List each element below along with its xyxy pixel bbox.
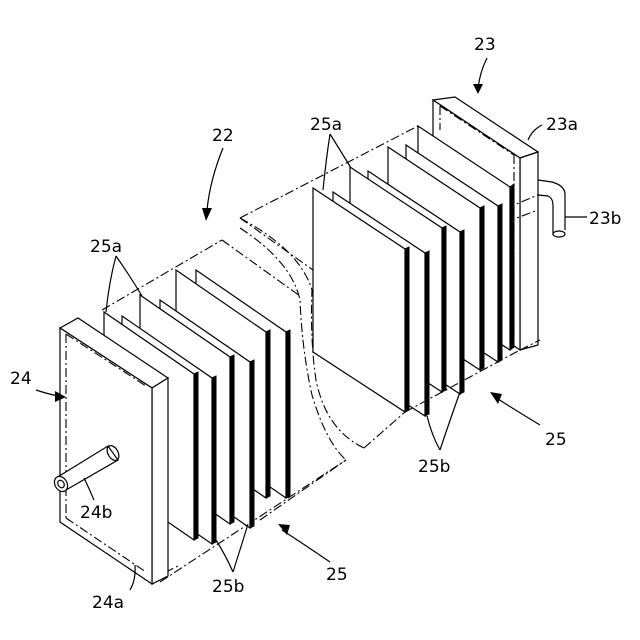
label-25a-top: 25a xyxy=(310,115,342,135)
label-22: 22 xyxy=(212,126,234,146)
right-plate-stack xyxy=(313,126,514,416)
label-23b: 23b xyxy=(589,209,621,229)
label-25-right: 25 xyxy=(545,430,567,450)
label-23a: 23a xyxy=(546,115,578,135)
label-24a: 24a xyxy=(92,593,124,613)
label-25a-left: 25a xyxy=(90,237,122,257)
label-24b: 24b xyxy=(80,503,112,523)
label-25b-right: 25b xyxy=(418,457,450,477)
label-24: 24 xyxy=(10,369,32,389)
label-23: 23 xyxy=(474,35,496,55)
label-25-bottom: 25 xyxy=(326,565,348,585)
label-25b-left: 25b xyxy=(212,577,244,597)
